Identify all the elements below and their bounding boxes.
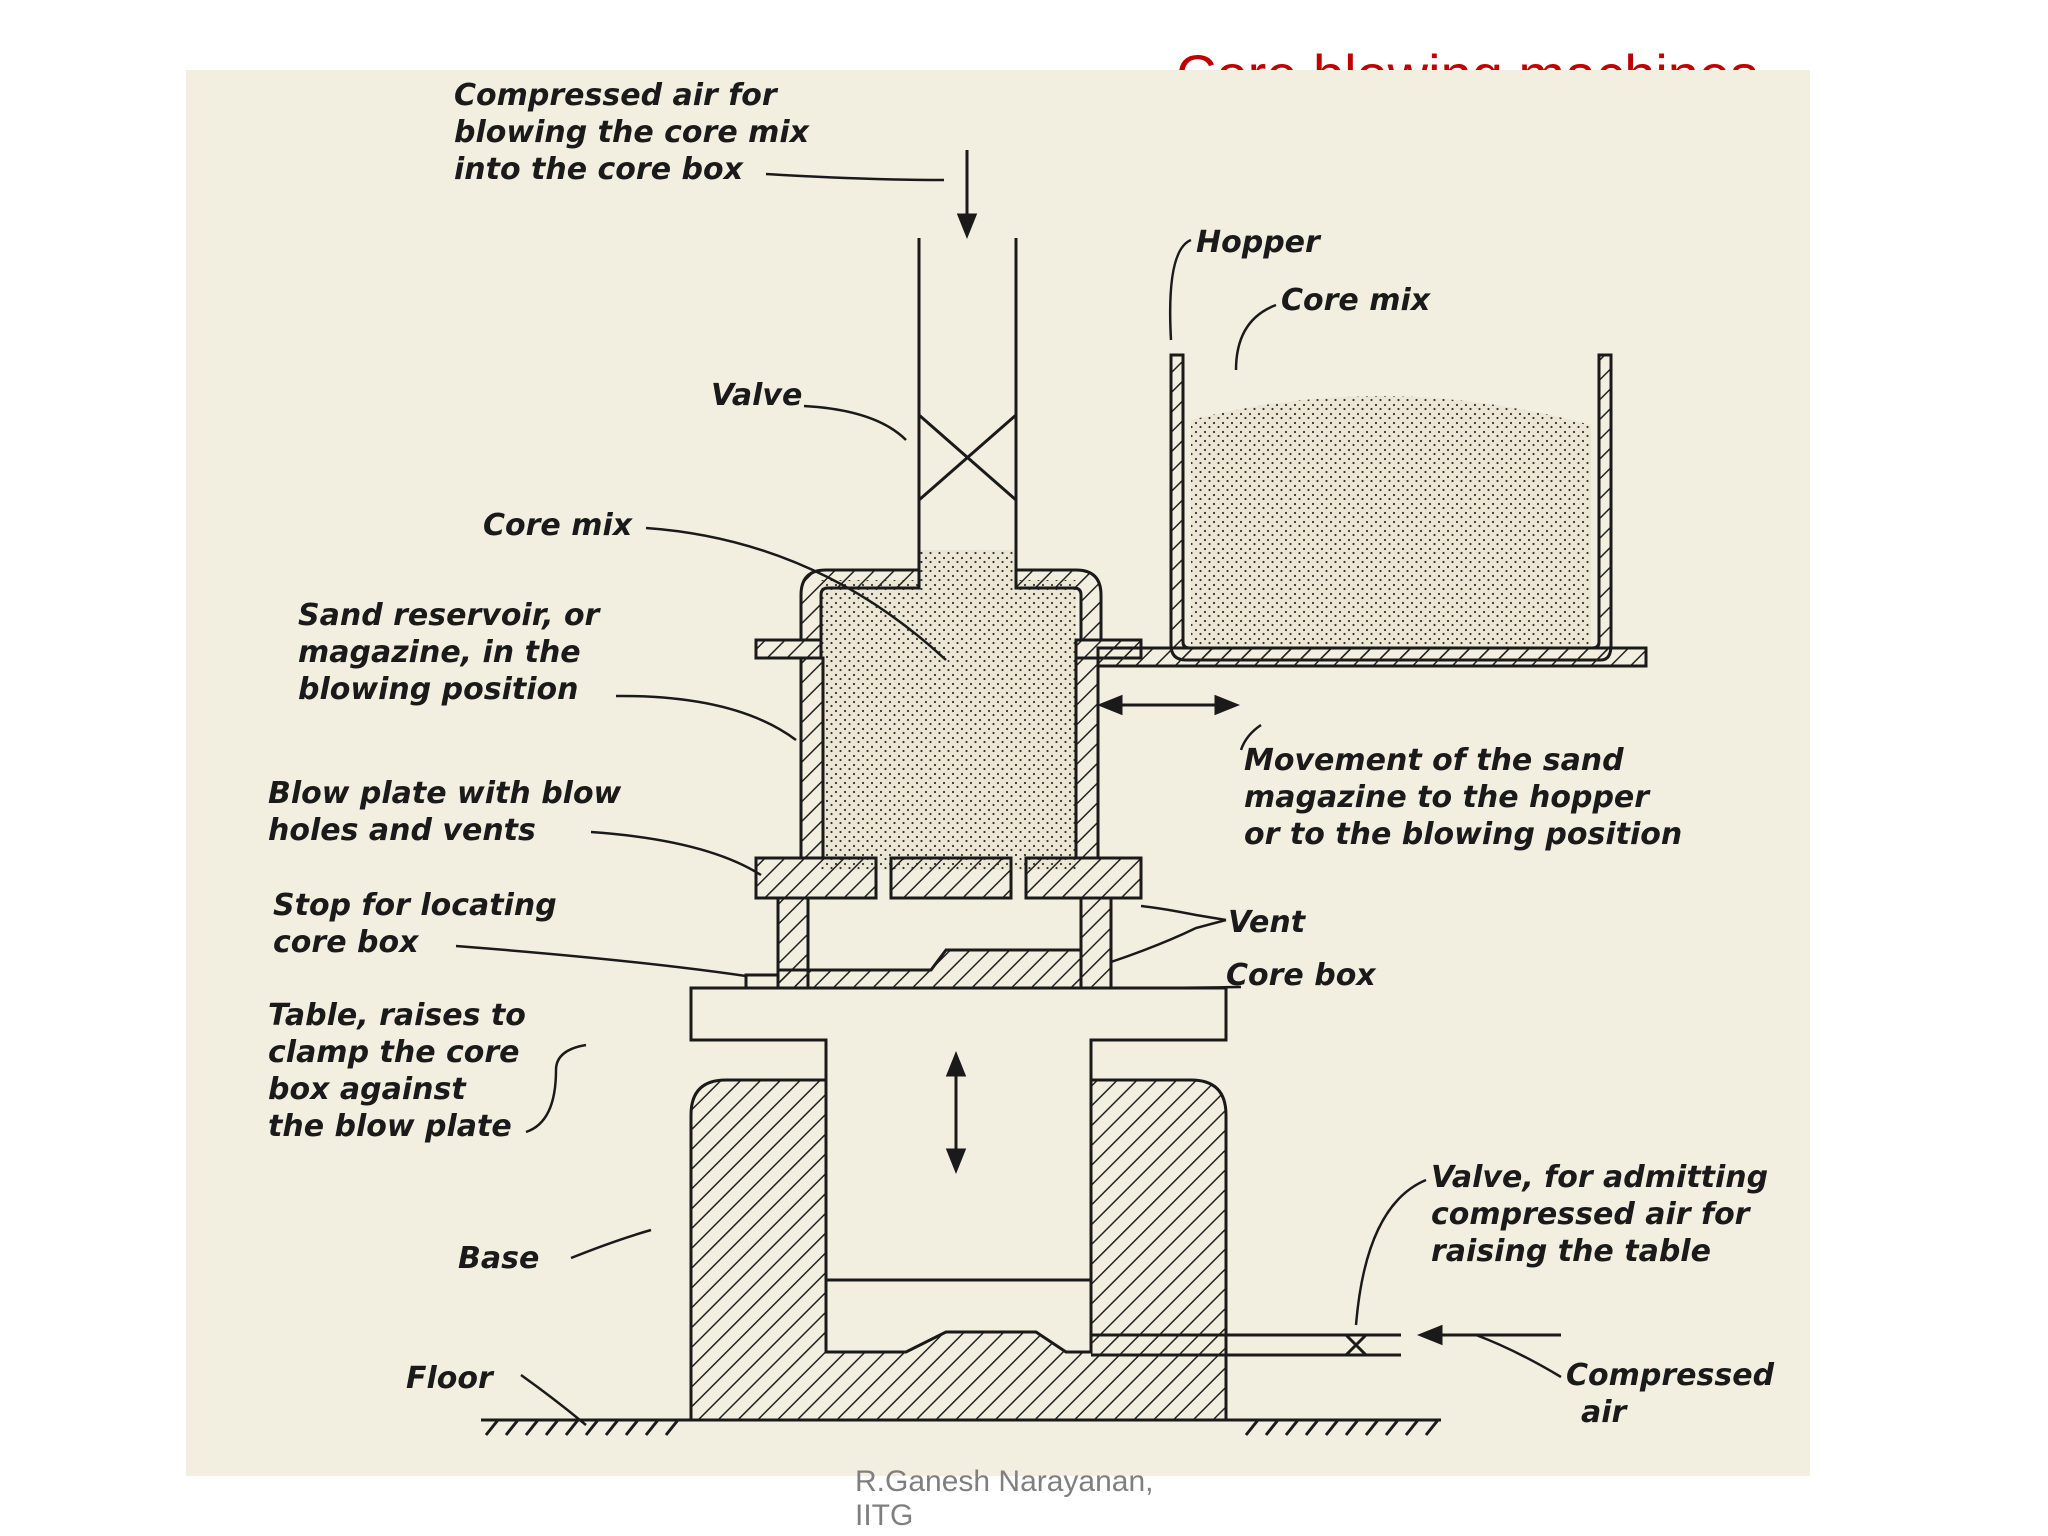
bottom-air-pipe bbox=[1091, 1333, 1401, 1357]
label-sand-reservoir: Sand reservoir, or magazine, in the blow… bbox=[298, 598, 610, 707]
magazine-movement-arrow bbox=[1096, 694, 1241, 716]
label-stop: Stop for locating core box bbox=[273, 888, 567, 960]
label-table: Table, raises to clamp the core box agai… bbox=[268, 998, 536, 1144]
hopper-core-mix bbox=[1191, 396, 1591, 650]
label-valve-bottom: Valve, for admitting compressed air for … bbox=[1431, 1160, 1779, 1269]
valve-symbol bbox=[918, 413, 1017, 502]
bottom-inlet-air-arrow bbox=[1416, 1324, 1561, 1346]
label-core-mix-hopper: Core mix bbox=[1281, 283, 1432, 318]
label-vent: Vent bbox=[1228, 905, 1307, 940]
label-valve-top: Valve bbox=[711, 378, 802, 413]
label-core-mix-left: Core mix bbox=[483, 508, 634, 543]
footer-author: R.Ganesh Narayanan, bbox=[855, 1465, 1154, 1498]
inlet-air-arrow bbox=[956, 150, 978, 240]
magazine-sand bbox=[821, 550, 1076, 870]
hopper-slide-plate bbox=[1096, 646, 1648, 668]
diagram-canvas: Compressed air for blowing the core mix … bbox=[268, 78, 1785, 1436]
core-blowing-machine-diagram: Compressed air for blowing the core mix … bbox=[186, 70, 1810, 1476]
leader-lines bbox=[455, 172, 1562, 1426]
label-blow-plate: Blow plate with blow holes and vents bbox=[268, 776, 632, 848]
label-core-box: Core box bbox=[1226, 958, 1377, 993]
label-floor: Floor bbox=[406, 1361, 495, 1396]
footer-institution: IITG bbox=[855, 1499, 914, 1532]
table-motion-arrow bbox=[945, 1050, 967, 1175]
stop-block bbox=[744, 973, 780, 990]
label-compressed-air-bottom: Compressed air bbox=[1566, 1358, 1785, 1430]
core-box bbox=[776, 896, 1113, 990]
label-compressed-air-top: Compressed air for blowing the core mix … bbox=[454, 78, 819, 187]
inlet-pipe bbox=[917, 238, 1018, 550]
blow-plate bbox=[754, 856, 1143, 900]
slide-footer: R.Ganesh Narayanan, IITG bbox=[855, 1465, 1154, 1533]
label-base: Base bbox=[458, 1241, 539, 1276]
floor bbox=[481, 1418, 1441, 1436]
sand-magazine bbox=[754, 550, 1143, 860]
label-movement: Movement of the sand magazine to the hop… bbox=[1244, 743, 1682, 852]
label-hopper: Hopper bbox=[1196, 225, 1322, 260]
